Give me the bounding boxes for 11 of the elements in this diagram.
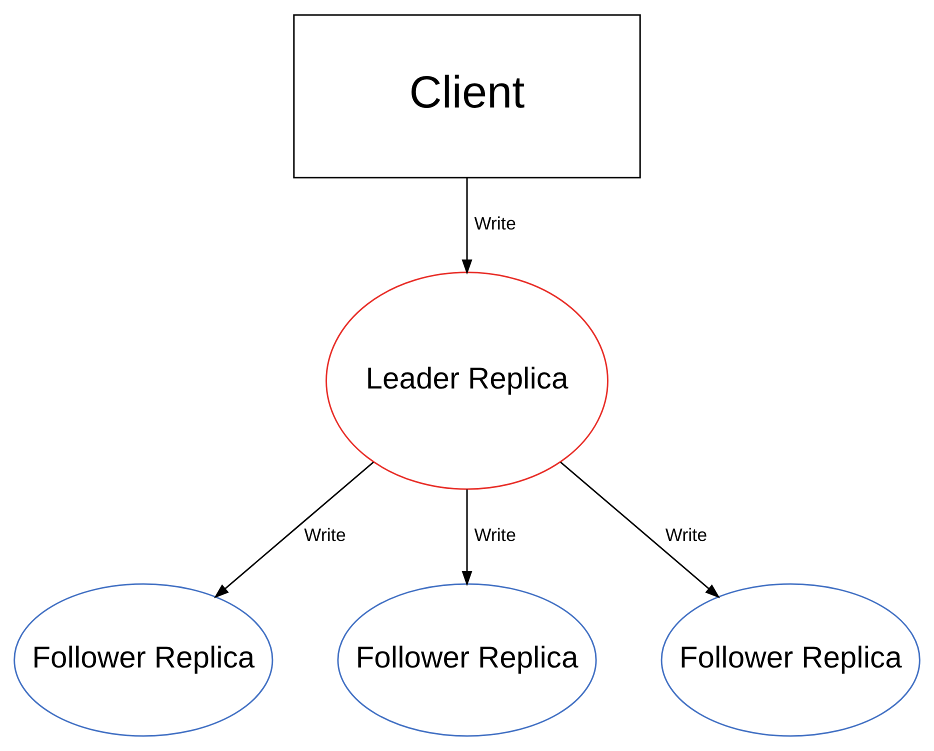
node-ellipse: Leader Replica — [326, 272, 608, 490]
edge-label: Write — [474, 214, 516, 234]
edge-label: Write — [304, 525, 346, 546]
arrow — [214, 462, 374, 598]
arrow — [560, 462, 720, 598]
arrow — [462, 489, 472, 586]
node-box: Client — [293, 14, 641, 178]
arrow — [462, 178, 472, 275]
edge-label: Write — [665, 525, 708, 546]
node-ellipse: Follower Replica — [337, 583, 597, 737]
edge-label: Write — [474, 525, 516, 546]
